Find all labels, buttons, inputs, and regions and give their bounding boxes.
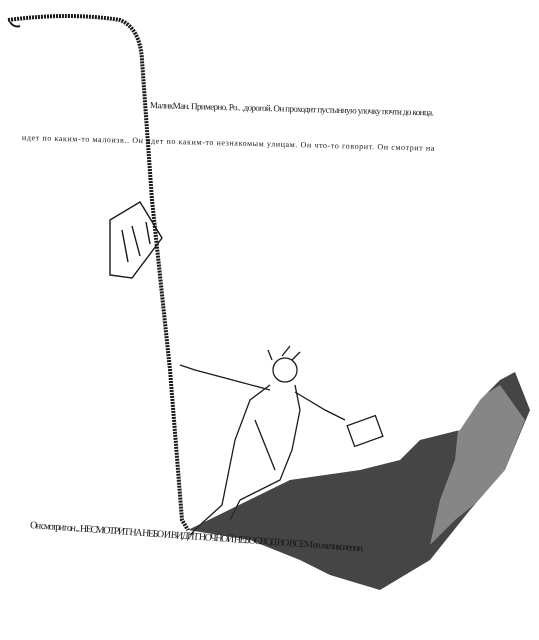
street-lamp (7, 14, 190, 532)
text-shadow (188, 372, 530, 590)
street-sign (109, 201, 163, 279)
